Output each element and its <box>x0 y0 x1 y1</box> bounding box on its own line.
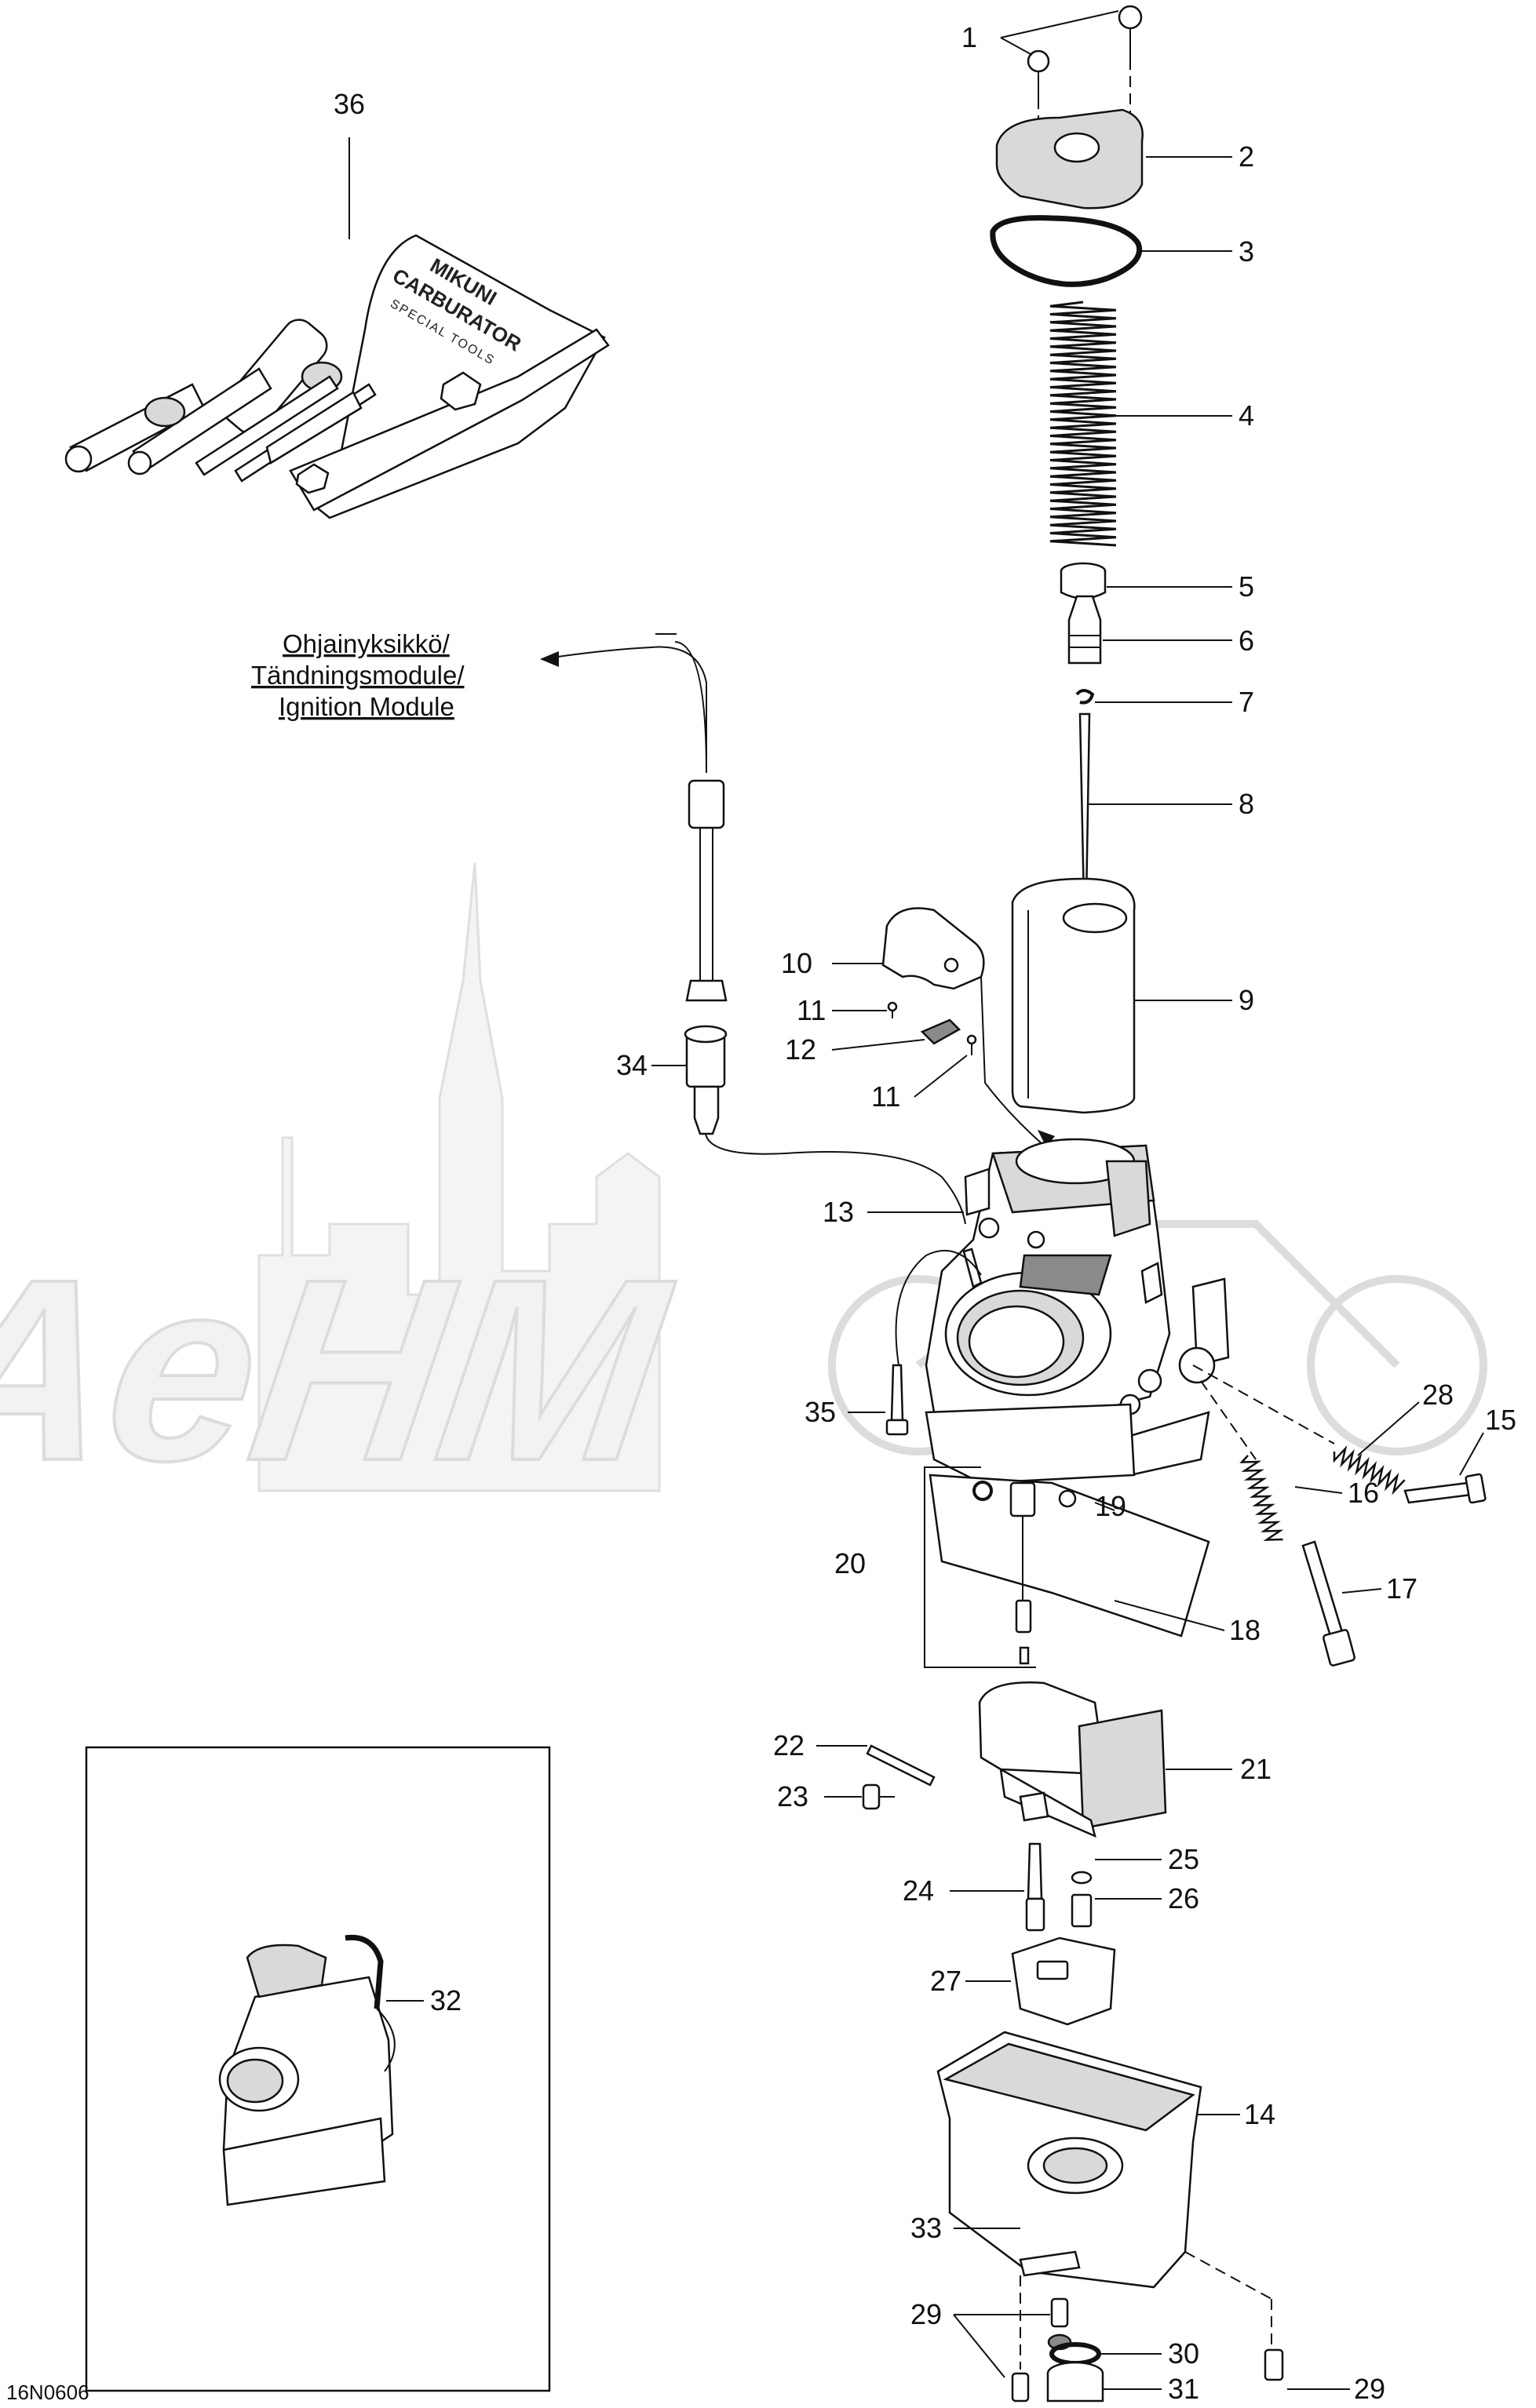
part-30-o-ring <box>1049 2342 1101 2366</box>
callout-28: 28 <box>1422 1379 1454 1411</box>
callout-7: 7 <box>1239 686 1254 718</box>
callout-34: 34 <box>616 1049 648 1081</box>
diagram-code: 16N0606 <box>6 2381 89 2404</box>
watermark: AeHM <box>0 862 1487 1517</box>
callout-23: 23 <box>777 1780 808 1812</box>
callout-4: 4 <box>1239 399 1254 432</box>
callout-33: 33 <box>910 2212 942 2244</box>
part-11-screws <box>887 1001 977 1055</box>
part-24-needle-valve <box>1025 1842 1045 1932</box>
ignition-module-link <box>540 633 966 1225</box>
callout-12: 12 <box>785 1033 816 1066</box>
callout-2: 2 <box>1239 140 1254 173</box>
callout-17: 17 <box>1386 1572 1417 1605</box>
callout-10: 10 <box>781 947 812 979</box>
callout-9: 9 <box>1239 984 1254 1016</box>
callout-6: 6 <box>1239 625 1254 657</box>
part-21-float <box>978 1681 1167 1838</box>
module-label-line-2: Tändningsmodule/ <box>251 661 465 690</box>
callout-21: 21 <box>1240 1753 1271 1785</box>
callout-19: 19 <box>1095 1490 1126 1522</box>
part-6-needle-retainer <box>1067 595 1102 665</box>
axis-17 <box>1200 1380 1257 1460</box>
part-27-baffle <box>1011 1936 1116 2026</box>
part-33-tab <box>1019 2250 1081 2370</box>
part-3-gasket <box>990 215 1142 287</box>
callout-27: 27 <box>930 1965 961 1997</box>
callout-3: 3 <box>1239 235 1254 268</box>
part-5-seat <box>1060 562 1107 599</box>
module-label-line-1: Ohjainyksikkö/ <box>283 629 451 658</box>
part-2-top-cover <box>995 108 1144 209</box>
part-26-jet <box>1071 1893 1093 1928</box>
callout-36: 36 <box>334 88 365 120</box>
part-31-drain-plug <box>1046 2361 1104 2403</box>
callout-1: 1 <box>961 21 977 53</box>
part-16-spring <box>1239 1455 1284 1541</box>
callout-11a: 11 <box>797 994 826 1026</box>
callout-30: 30 <box>1168 2337 1199 2370</box>
part-12-plate <box>920 1018 961 1045</box>
callout-31: 31 <box>1168 2373 1199 2405</box>
callout-11b: 11 <box>871 1080 900 1113</box>
part-20-bracket-group <box>924 1466 1210 1668</box>
callout-26: 26 <box>1168 1882 1199 1914</box>
callout-13: 13 <box>823 1196 854 1228</box>
watermark-skyline <box>257 862 661 1492</box>
part-15-air-screw <box>1403 1473 1487 1504</box>
part-14-float-bowl <box>936 2031 1272 2350</box>
callout-32: 32 <box>430 1984 462 2016</box>
axis-15 <box>1192 1364 1335 1444</box>
callout-5: 5 <box>1239 570 1254 603</box>
part-7-clip <box>1075 689 1095 705</box>
part-10-bracket <box>881 907 985 990</box>
ignition-module-label: Ohjainyksikkö/ Tändningsmodule/ Ignition… <box>251 629 465 721</box>
callout-20: 20 <box>834 1547 866 1579</box>
link-arrow <box>1038 1130 1055 1147</box>
callout-16: 16 <box>1348 1477 1379 1509</box>
part-22-pin <box>866 1744 936 1787</box>
callout-18: 18 <box>1229 1614 1261 1646</box>
carburetor-body <box>925 1138 1230 1485</box>
leader-lines <box>348 10 1484 2390</box>
callout-29a: 29 <box>910 2298 942 2330</box>
callout-numbers: 1 2 3 4 5 6 7 8 9 10 11 12 11 13 34 35 2… <box>334 21 1516 2405</box>
module-label-line-3: Ignition Module <box>279 692 454 721</box>
part-36-tool-kit: MIKUNI CARBURATOR SPECIAL TOOLS <box>64 234 610 519</box>
callout-22: 22 <box>773 1729 804 1761</box>
part-8-jet-needle <box>1078 712 1091 904</box>
callout-25: 25 <box>1168 1843 1199 1875</box>
callout-24: 24 <box>903 1874 934 1907</box>
part-9-throttle-valve <box>1011 877 1136 1114</box>
part-4-spring <box>1049 301 1117 547</box>
watermark-text: AeHM <box>0 1226 686 1514</box>
part-13-nozzle <box>962 1248 983 1288</box>
callout-8: 8 <box>1239 788 1254 820</box>
part-32-carburetor-assembly <box>218 1934 396 2206</box>
part-17-idle-screw <box>1301 1540 1355 1667</box>
callout-35: 35 <box>804 1396 836 1428</box>
part-23-screw <box>862 1783 895 1810</box>
link-10-to-body <box>980 976 1045 1146</box>
callout-15: 15 <box>1485 1404 1516 1436</box>
callout-29b: 29 <box>1354 2373 1385 2405</box>
part-25-washer <box>1071 1871 1093 1885</box>
part-28-spring <box>1333 1444 1406 1495</box>
callout-14: 14 <box>1244 2098 1275 2130</box>
inset-box <box>85 1746 551 2392</box>
part-35-screw <box>885 1249 982 1436</box>
